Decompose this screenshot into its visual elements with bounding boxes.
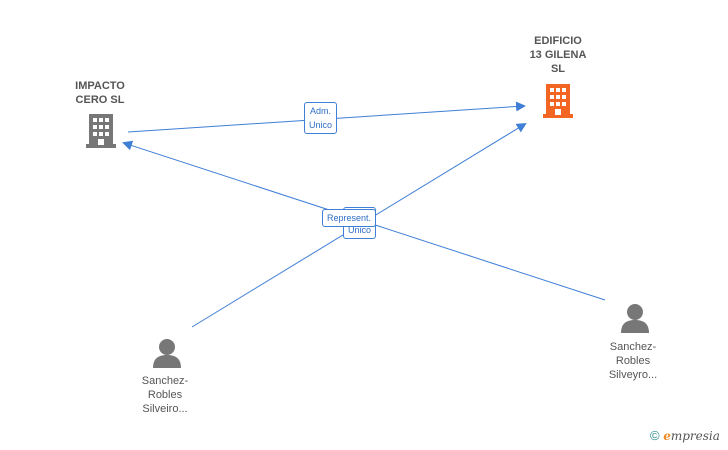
person-icon[interactable] <box>153 339 181 368</box>
edge-label-adm-unico: Adm. Unico <box>304 102 338 134</box>
person-label-silveyro[interactable]: Sanchez- Robles Silveyro... <box>608 341 658 381</box>
copyright-icon: © <box>650 428 660 443</box>
company-label-impacto[interactable]: IMPACTO CERO SL <box>75 80 125 106</box>
person-icon[interactable] <box>621 304 649 333</box>
brand-logo: empresia <box>663 429 720 443</box>
edge-label-represent: Represent. <box>322 209 377 227</box>
person-label-silveiro[interactable]: Sanchez- Robles Silveiro... <box>141 375 189 415</box>
company-label-edificio[interactable]: EDIFICIO 13 GILENA SL <box>529 35 587 75</box>
building-icon-focus[interactable] <box>543 84 573 118</box>
building-icon[interactable] <box>86 114 116 148</box>
footer-brand: © empresia <box>650 428 720 443</box>
